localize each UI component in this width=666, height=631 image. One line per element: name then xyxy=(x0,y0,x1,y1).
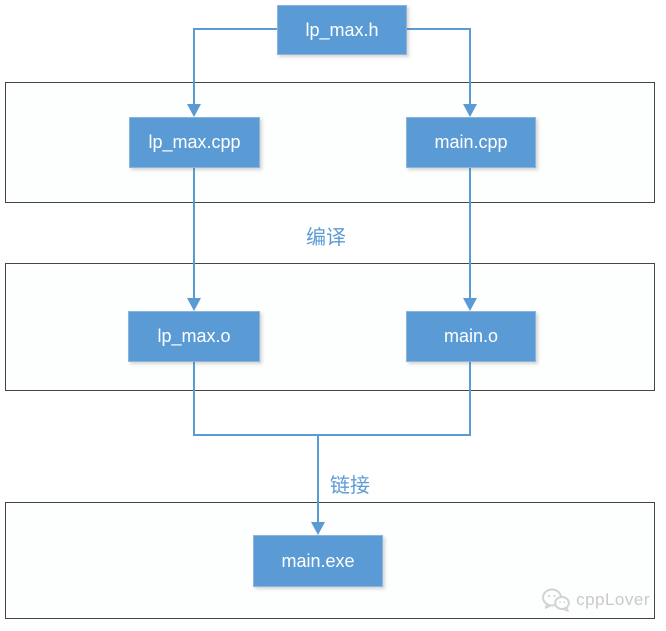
connector-merge-to-executable xyxy=(317,434,319,523)
connector-header-right-horizontal xyxy=(407,28,471,30)
connector-header-left-horizontal xyxy=(193,28,277,30)
connector-source1-to-object1 xyxy=(193,168,195,299)
node-lp-max-h: lp_max.h xyxy=(277,5,407,55)
watermark: cppLover xyxy=(542,588,650,612)
connector-header-to-source1 xyxy=(193,28,195,105)
node-label: lp_max.h xyxy=(305,19,379,40)
node-label: lp_max.o xyxy=(157,326,231,346)
objects-frame xyxy=(5,263,655,391)
node-label: lp_max.cpp xyxy=(148,132,241,152)
node-main-cpp: main.cpp xyxy=(406,117,536,168)
node-lp-max-o: lp_max.o xyxy=(128,311,260,362)
node-main-o: main.o xyxy=(406,311,536,362)
connector-source2-to-object2 xyxy=(469,168,471,299)
node-label: main.exe xyxy=(281,550,355,571)
connector-merge-horizontal xyxy=(193,434,471,436)
arrowhead-into-source1 xyxy=(187,104,201,117)
watermark-text: cppLover xyxy=(576,590,650,609)
wechat-chat-bubbles-icon xyxy=(542,588,570,612)
node-label: main.cpp xyxy=(434,132,508,152)
node-lp-max-cpp: lp_max.cpp xyxy=(129,117,260,168)
link-stage-label: 链接 xyxy=(330,475,370,497)
arrowhead-into-object1 xyxy=(187,298,201,311)
connector-object2-down xyxy=(469,362,471,436)
connector-header-to-source2 xyxy=(469,28,471,105)
connector-object1-down xyxy=(193,362,195,436)
node-label: main.o xyxy=(443,326,499,346)
sources-frame xyxy=(5,82,655,203)
node-main-exe: main.exe xyxy=(253,535,383,587)
compile-stage-label: 编译 xyxy=(306,227,346,249)
arrowhead-into-object2 xyxy=(463,298,477,311)
arrowhead-into-executable xyxy=(311,522,325,535)
arrowhead-into-source2 xyxy=(463,104,477,117)
